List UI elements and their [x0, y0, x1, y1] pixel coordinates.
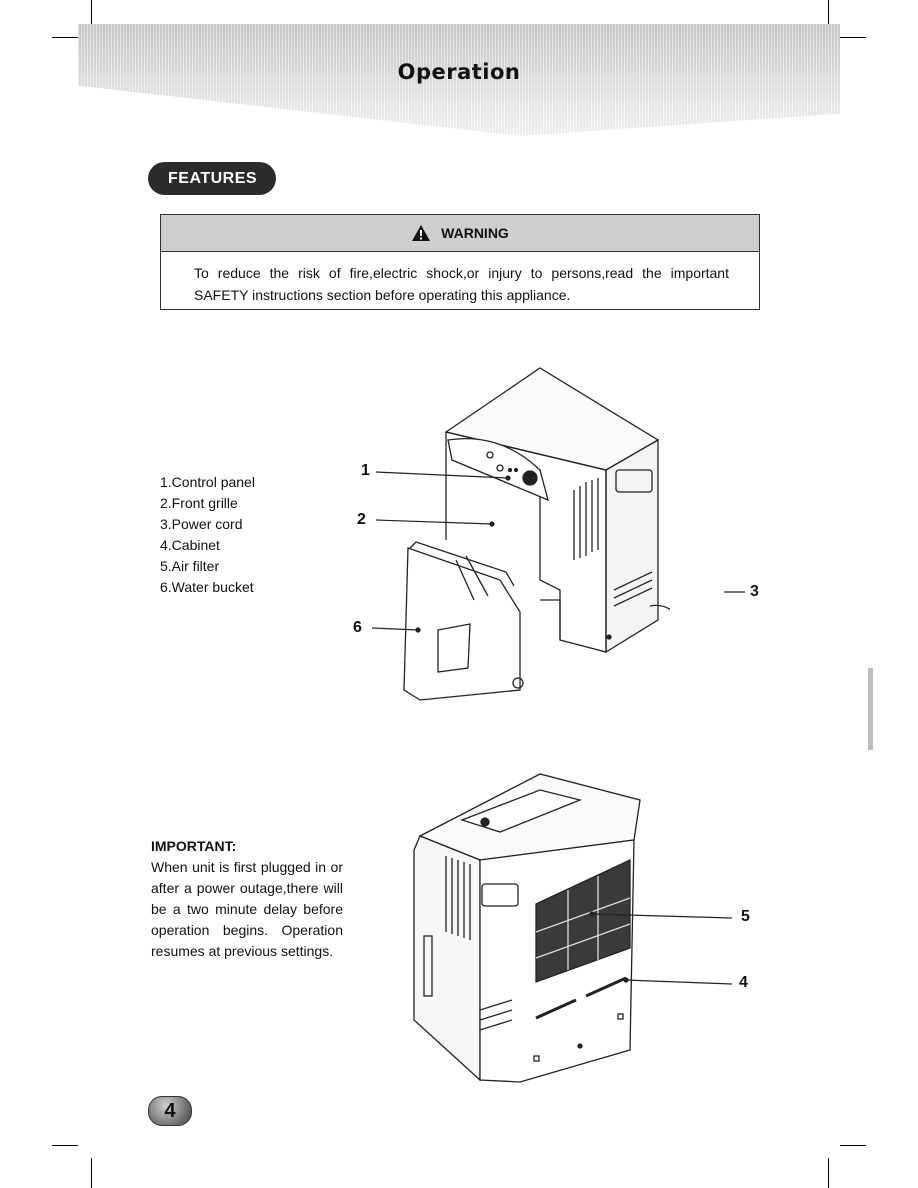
crop-mark [828, 1158, 829, 1188]
page-title: Operation [397, 60, 521, 84]
warning-box: WARNING To reduce the risk of fire,elect… [160, 214, 760, 310]
crop-mark [840, 1145, 866, 1146]
list-item: 2.Front grille [160, 495, 238, 511]
callout-5: 5 [741, 908, 750, 925]
crop-mark [91, 1158, 92, 1188]
section-label: FEATURES [148, 162, 276, 195]
dehumidifier-front-illustration [403, 367, 670, 701]
callout-3: 3 [750, 583, 759, 600]
important-note: IMPORTANT: When unit is first plugged in… [151, 836, 343, 962]
crop-mark [91, 0, 92, 28]
dehumidifier-rear-illustration [413, 773, 641, 1083]
features-list: 1.Control panel 2.Front grille 3.Power c… [160, 472, 255, 598]
warning-header: WARNING [161, 215, 759, 252]
warning-text: To reduce the risk of fire,electric shoc… [194, 265, 729, 303]
callout-6: 6 [353, 619, 362, 636]
list-item: 4.Cabinet [160, 537, 220, 553]
list-item: 5.Air filter [160, 558, 220, 574]
crop-mark [840, 37, 866, 38]
callout-4: 4 [739, 974, 748, 991]
warning-heading: WARNING [441, 225, 509, 241]
important-title: IMPORTANT: [151, 838, 237, 854]
side-tab-marker [868, 668, 873, 750]
list-item: 6.Water bucket [160, 579, 254, 595]
crop-mark [828, 0, 829, 28]
warning-icon [412, 225, 431, 241]
list-item: 3.Power cord [160, 516, 243, 532]
crop-mark [52, 1145, 78, 1146]
important-body: When unit is first plugged in or after a… [151, 859, 343, 959]
callout-2: 2 [357, 511, 366, 528]
crop-mark [52, 37, 78, 38]
callout-1: 1 [361, 462, 370, 479]
page-number-badge: 4 [148, 1096, 192, 1126]
list-item: 1.Control panel [160, 474, 255, 490]
